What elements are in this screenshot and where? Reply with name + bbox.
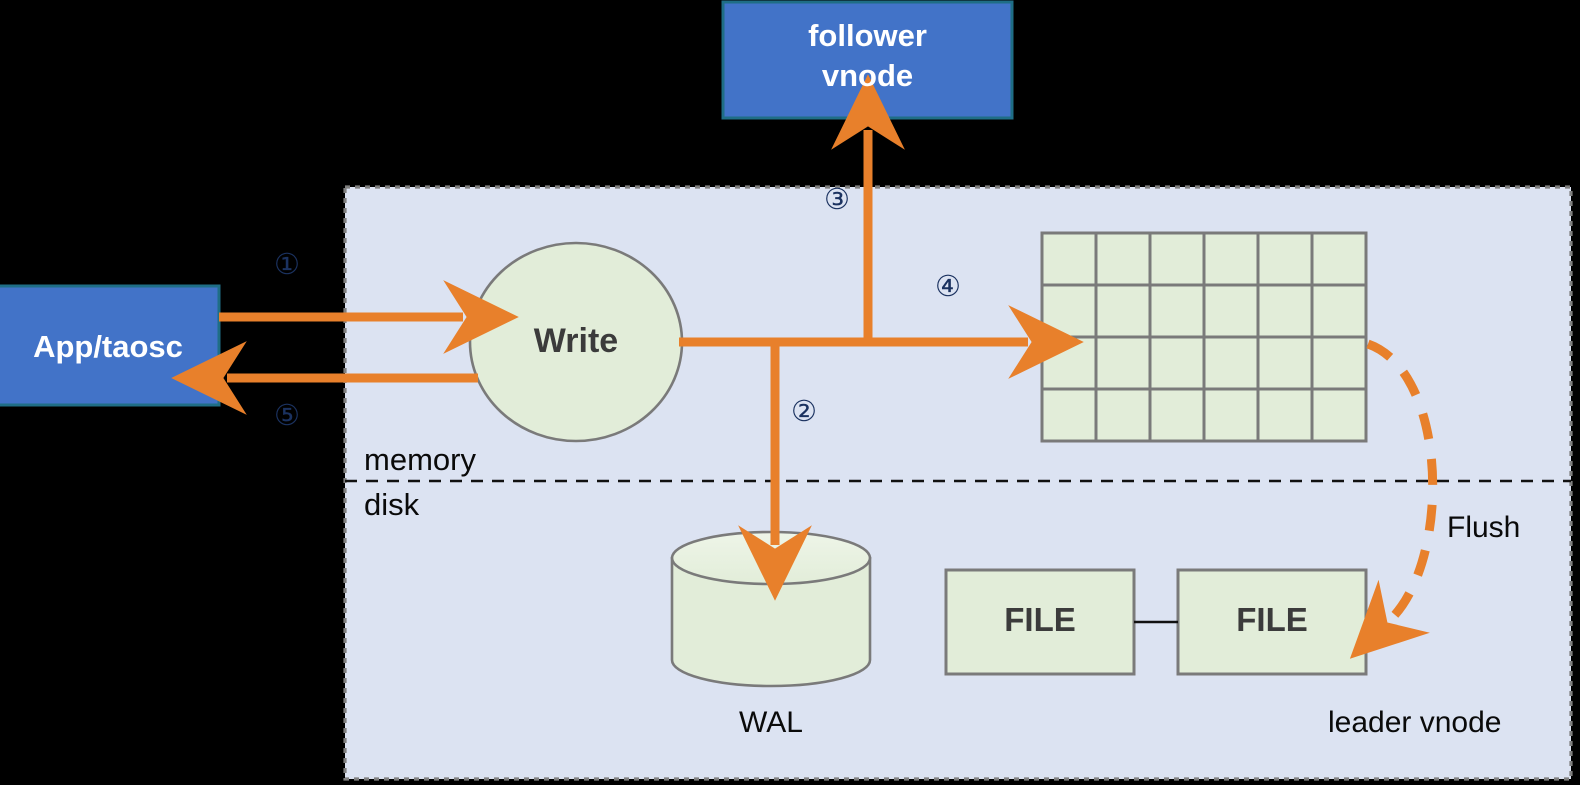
step-number-1: ① xyxy=(274,249,300,281)
leader-vnode-label: leader vnode xyxy=(1328,706,1502,739)
file-label-1: FILE xyxy=(1004,601,1076,638)
step-number-3: ③ xyxy=(824,184,850,216)
app-taosc-label: App/taosc xyxy=(33,329,183,364)
memtable-grid[interactable] xyxy=(1040,231,1368,443)
step-number-2: ② xyxy=(791,396,817,428)
follower-vnode-label: follower vnode xyxy=(808,18,927,93)
wal-cylinder[interactable] xyxy=(670,530,872,688)
memory-tier-label: memory xyxy=(364,442,476,477)
write-label: Write xyxy=(533,322,619,360)
step-number-5: ⑤ xyxy=(274,400,300,432)
step-number-4: ④ xyxy=(935,271,961,303)
flush-dashed-arrow xyxy=(1349,339,1438,659)
file-label-2: FILE xyxy=(1236,601,1308,638)
wal-label: WAL xyxy=(739,706,803,739)
disk-tier-label: disk xyxy=(364,487,420,522)
flush-label: Flush xyxy=(1447,511,1521,544)
